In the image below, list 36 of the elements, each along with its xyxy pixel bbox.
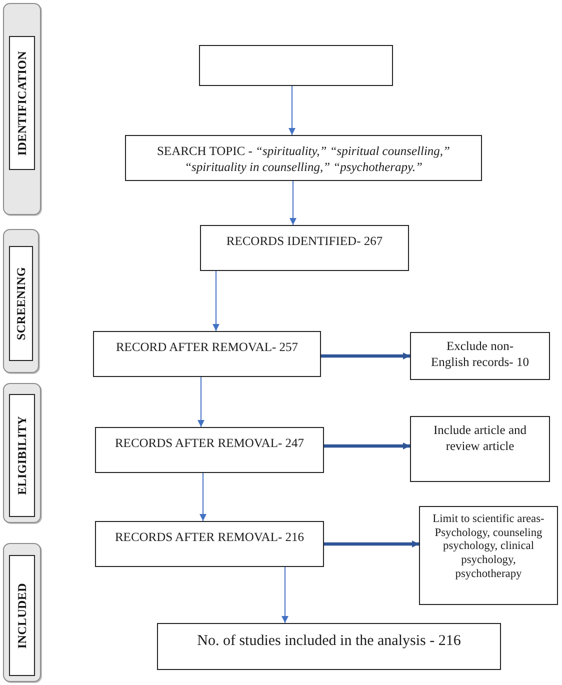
arrow bbox=[212, 270, 220, 332]
step-text: SEARCH TOPIC - “spirituality,” “spiritual counselling,” “spirituality in counselling,” “psychotherapy.” bbox=[156, 144, 451, 176]
arrow bbox=[282, 566, 288, 624]
step-text: RECORD AFTER REMOVAL- 257 bbox=[116, 340, 298, 356]
arrow bbox=[324, 540, 419, 548]
criteria-text: Limit to scientific areas- Psychology, counseling psychology, clinical psychology, psychotherapy bbox=[432, 513, 546, 582]
arrow bbox=[288, 86, 296, 136]
arrow bbox=[290, 180, 296, 226]
criteria-text: Include article and review article bbox=[432, 422, 528, 454]
stage-band bbox=[3, 229, 39, 373]
criteria-box bbox=[419, 506, 558, 605]
result-box bbox=[157, 623, 501, 670]
stage-band bbox=[3, 3, 41, 215]
process-box bbox=[125, 135, 482, 181]
criteria-box bbox=[410, 332, 550, 380]
arrow bbox=[198, 376, 204, 428]
process-box bbox=[95, 521, 324, 567]
process-box bbox=[199, 45, 393, 86]
stage-band bbox=[3, 543, 41, 682]
step-text: RECORDS AFTER REMOVAL- 247 bbox=[114, 436, 304, 452]
step-text: RECORDS IDENTIFIED- 267 bbox=[226, 234, 383, 250]
process-box bbox=[95, 427, 324, 473]
result-text: No. of studies included in the analysis - 216 bbox=[197, 632, 461, 651]
criteria-text: Exclude non-English records- 10 bbox=[431, 338, 529, 370]
stage-band bbox=[3, 383, 41, 523]
process-box bbox=[93, 331, 321, 377]
step-text: RECORDS AFTER REMOVAL- 216 bbox=[114, 530, 304, 546]
arrow bbox=[321, 352, 410, 360]
arrow bbox=[200, 472, 206, 522]
stage-label: IDENTIFICATION bbox=[9, 36, 35, 170]
arrow bbox=[324, 442, 410, 450]
stage-label: INCLUDED bbox=[9, 555, 35, 676]
criteria-box bbox=[410, 416, 550, 482]
process-box bbox=[200, 225, 409, 271]
stage-label: ELIGIBILITY bbox=[9, 394, 35, 517]
stage-label: SCREENING bbox=[9, 246, 33, 361]
